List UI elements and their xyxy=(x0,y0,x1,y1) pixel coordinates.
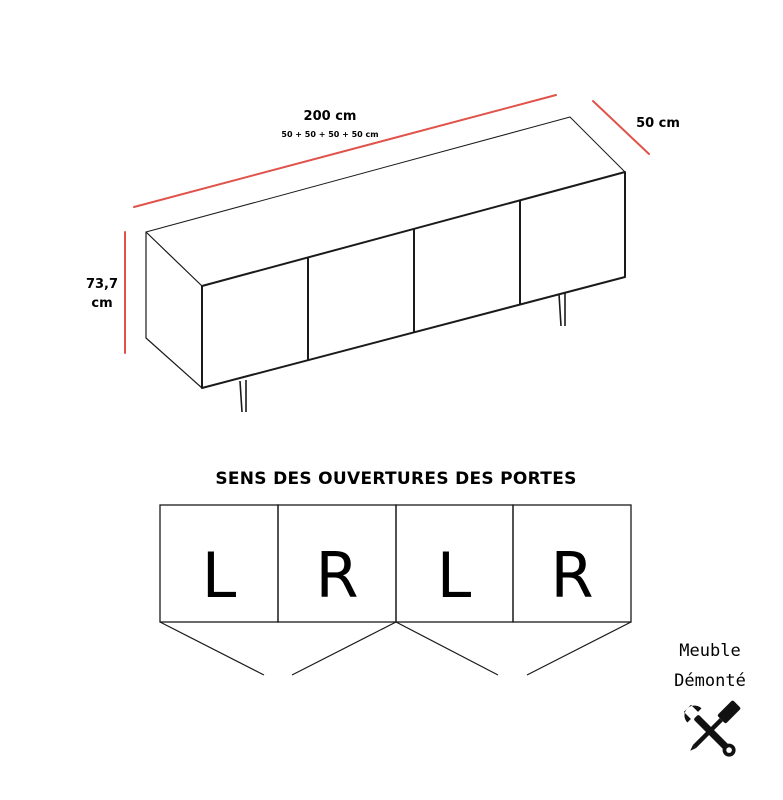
sideboard-drawing xyxy=(145,116,626,413)
width-label: 200 cm xyxy=(304,109,357,124)
door-swing-lines xyxy=(159,621,632,676)
sideboard-legs xyxy=(239,292,566,413)
door-1-direction: L xyxy=(202,539,237,612)
wrench-screwdriver-icon xyxy=(683,700,741,757)
assembly-badge-line2: Démonté xyxy=(674,671,746,691)
sideboard-side-panel xyxy=(145,231,203,389)
dimension-lines xyxy=(124,94,650,354)
door-2-direction: R xyxy=(315,539,358,612)
depth-label: 50 cm xyxy=(636,116,680,131)
door-section-title: SENS DES OUVERTURES DES PORTES xyxy=(215,469,576,489)
depth-dimension-line xyxy=(592,100,650,155)
height-label-value: 73,7 xyxy=(86,277,118,292)
height-label-unit: cm xyxy=(91,296,112,311)
sideboard-top-edge xyxy=(145,116,626,233)
door-2-swing-line xyxy=(291,621,397,676)
leg-front-left xyxy=(239,380,247,413)
door-3-direction: L xyxy=(437,539,472,612)
width-breakdown-label: 50 + 50 + 50 + 50 cm xyxy=(281,130,378,139)
leg-front-right xyxy=(558,292,566,327)
width-dimension-line xyxy=(133,94,557,208)
door-box-4 xyxy=(512,504,632,623)
door-4-direction: R xyxy=(550,539,593,612)
door-4-swing-line xyxy=(526,621,632,676)
door-opening-grid xyxy=(159,504,632,623)
door-1-swing-line xyxy=(159,621,265,676)
door-3-swing-line xyxy=(395,621,499,676)
assembly-badge-line1: Meuble xyxy=(679,641,740,661)
sideboard-front-frame xyxy=(201,171,626,389)
